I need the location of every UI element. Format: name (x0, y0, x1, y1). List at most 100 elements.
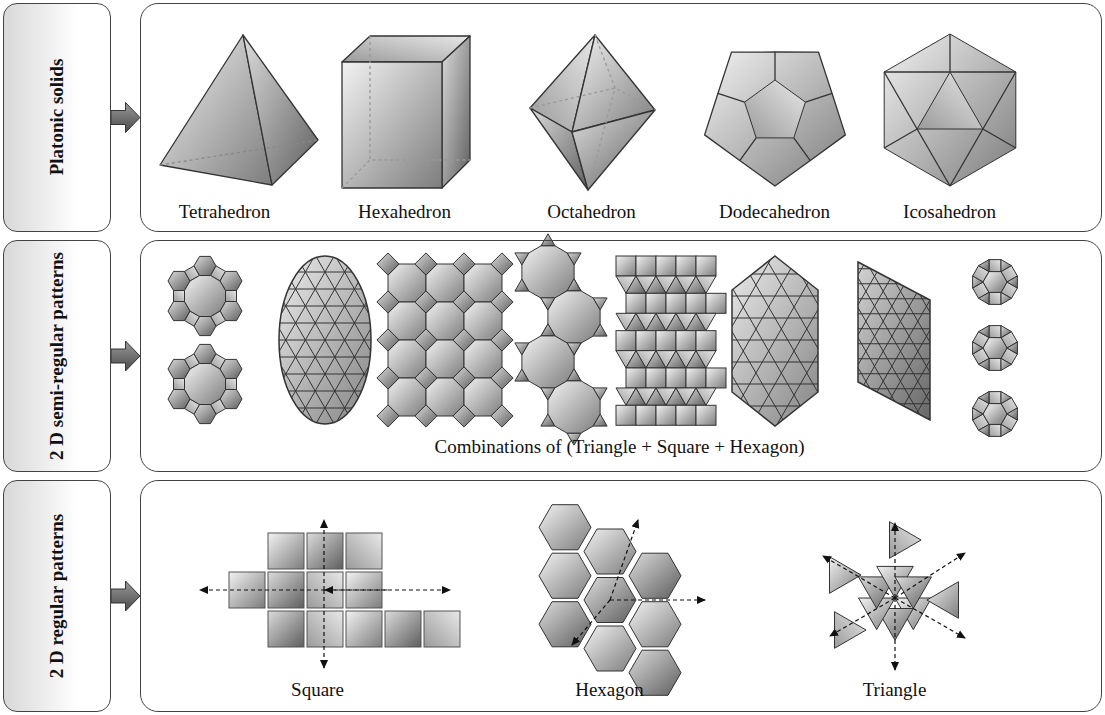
row-label: Platonic solids (10, 13, 104, 222)
tile (453, 405, 475, 427)
tile (745, 80, 806, 138)
tile (491, 291, 513, 313)
tile (415, 405, 437, 427)
tile (1007, 408, 1017, 420)
row-label: 2 D regular patterns (10, 490, 104, 702)
shape-name: Hexagon (575, 679, 644, 701)
tile (174, 379, 185, 390)
content-panel: Combinations of (Triangle + Square + Hex… (140, 240, 1102, 472)
tile (1001, 358, 1011, 370)
tile (989, 358, 1001, 370)
tile (377, 367, 399, 389)
hexahedron (342, 36, 470, 188)
tile (973, 408, 983, 420)
tile (895, 577, 932, 609)
row-label: 2 D semi-regular patterns (10, 250, 104, 462)
tile (567, 369, 581, 381)
tile (1007, 276, 1017, 288)
row-label-box: Platonic solids (3, 3, 111, 232)
tile (973, 276, 983, 288)
tile (989, 326, 1001, 338)
tile (890, 522, 922, 559)
block-arrow (111, 103, 140, 133)
octahedron (530, 35, 655, 190)
tile (185, 364, 226, 405)
row-label-box: 2 D regular patterns (3, 480, 111, 712)
tile (377, 253, 399, 275)
regular-patterns (200, 505, 965, 696)
tile (979, 358, 989, 370)
shape-name: Octahedron (547, 201, 636, 223)
tetrahedron (160, 35, 318, 185)
tile (548, 291, 600, 343)
tile (491, 253, 513, 275)
dodeca-icosa (705, 34, 1016, 186)
tile (979, 392, 989, 404)
tile (174, 291, 185, 302)
content-panel: Square Hexagon Triangle (140, 480, 1102, 712)
tile (584, 529, 636, 574)
tile (539, 505, 591, 550)
tile (453, 253, 475, 275)
tile (1001, 292, 1011, 304)
block-arrow (111, 581, 140, 611)
tile (973, 342, 983, 354)
tile (1001, 326, 1011, 338)
content-panel: Tetrahedron Hexahedron Octahedron Dodecahed… (140, 3, 1102, 232)
shape-name: Hexahedron (358, 201, 451, 223)
tile (983, 272, 1007, 293)
row-label-box: 2 D semi-regular patterns (3, 240, 111, 472)
tile (185, 276, 226, 317)
tile (415, 253, 437, 275)
tile (415, 329, 437, 351)
tile (979, 424, 989, 436)
tile (979, 292, 989, 304)
tile (989, 292, 1001, 304)
shape-name: Dodecahedron (719, 201, 830, 223)
tile (541, 324, 555, 336)
tile (377, 329, 399, 351)
shape-name: Combinations of (Triangle + Square + Hex… (434, 436, 804, 458)
tile (453, 329, 475, 351)
block-arrow (111, 341, 140, 371)
tile (522, 336, 574, 388)
tile (226, 379, 237, 390)
tile (629, 602, 681, 647)
tile (226, 291, 237, 302)
tile (539, 602, 591, 647)
tile (1001, 260, 1011, 272)
tile (415, 367, 437, 389)
tile (979, 326, 989, 338)
tile (584, 626, 636, 671)
tile (884, 34, 1016, 186)
shape-name: Icosahedron (903, 201, 996, 223)
tile (983, 404, 1007, 425)
shape-name: Tetrahedron (179, 201, 271, 223)
tile (548, 381, 600, 433)
tile (522, 246, 574, 298)
tile (377, 405, 399, 427)
tile (453, 367, 475, 389)
tile (539, 553, 591, 598)
tile (989, 260, 1001, 272)
tile (1001, 392, 1011, 404)
tile (1007, 342, 1017, 354)
tile (629, 553, 681, 598)
tile (567, 279, 581, 291)
tile (983, 338, 1007, 359)
tile (415, 291, 437, 313)
tile (453, 291, 475, 313)
tile (491, 329, 513, 351)
shape-name: Triangle (863, 679, 927, 701)
shape-name: Square (291, 679, 344, 701)
tile (989, 392, 1001, 404)
tile (989, 424, 1001, 436)
tile (927, 582, 959, 619)
semi-regular-patterns (48, 29, 1105, 645)
tile (491, 367, 513, 389)
tile (979, 260, 989, 272)
tile (917, 72, 983, 129)
tile (1001, 424, 1011, 436)
